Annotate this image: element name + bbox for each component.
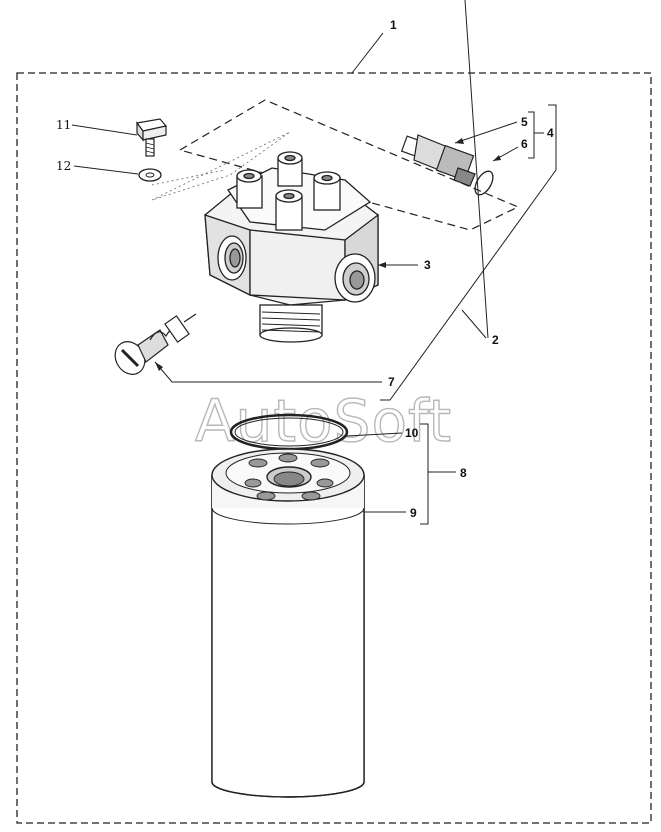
switch-o-ring-part — [474, 170, 494, 196]
bypass-valve-part — [114, 313, 197, 375]
callout-3: 3 — [424, 258, 431, 272]
leader-1 — [351, 32, 384, 74]
leader-2 — [464, 0, 489, 339]
arrow-6 — [493, 155, 501, 161]
head-group-outline — [178, 99, 520, 231]
arrow-5 — [455, 138, 464, 144]
callout-8: 8 — [460, 466, 467, 480]
callout-5: 5 — [521, 115, 528, 129]
assembly-boundary — [16, 72, 652, 824]
leader-12 — [73, 165, 139, 175]
callout-4: 4 — [547, 126, 554, 140]
leader-7 — [154, 361, 382, 383]
callout-2: 2 — [492, 333, 499, 347]
leader-10 — [345, 432, 403, 437]
filter-element-part — [211, 448, 365, 798]
callout-12: 12 — [56, 159, 71, 173]
callout-10: 10 — [405, 426, 419, 440]
bolt-part — [135, 118, 168, 157]
washer-guide — [151, 169, 226, 186]
leader-11 — [71, 124, 138, 136]
callout-11: 11 — [56, 118, 71, 132]
callout-6: 6 — [521, 137, 528, 151]
callout-9: 9 — [410, 506, 417, 520]
arrow-7 — [155, 362, 163, 371]
bracket-4 — [528, 111, 535, 159]
indicator-switch-part — [400, 134, 476, 187]
bracket-2 — [380, 104, 557, 401]
callout-1: 1 — [390, 18, 397, 32]
arrow-3 — [378, 262, 386, 268]
leader-5 — [454, 121, 518, 144]
callout-7: 7 — [388, 375, 395, 389]
leader-2b — [461, 309, 487, 339]
filter-head-part — [204, 151, 379, 343]
bracket-8 — [420, 423, 429, 525]
washer-part — [138, 168, 162, 182]
bolt-guide — [151, 131, 291, 201]
